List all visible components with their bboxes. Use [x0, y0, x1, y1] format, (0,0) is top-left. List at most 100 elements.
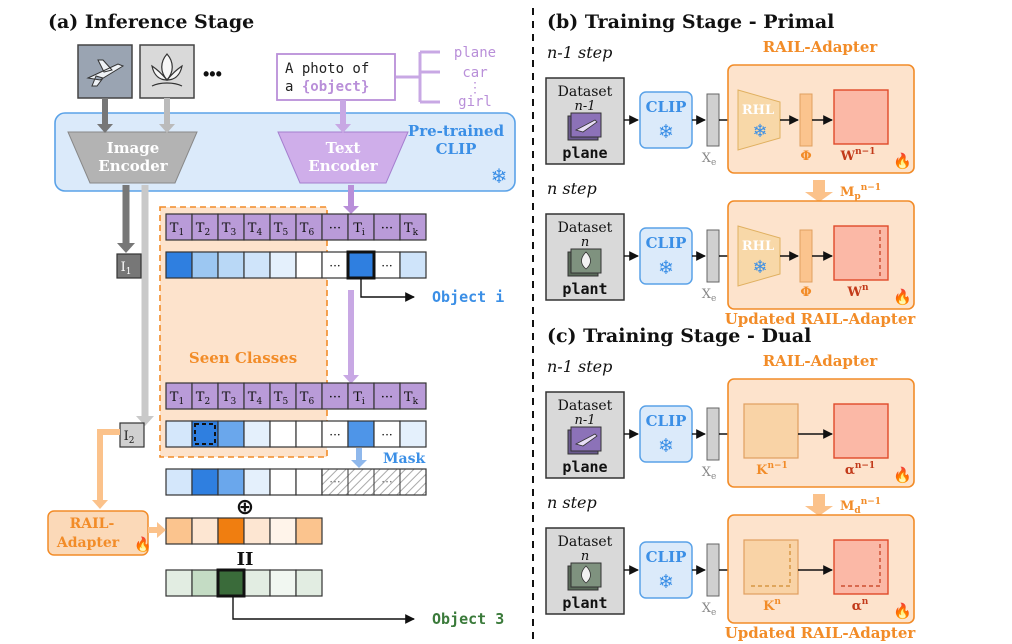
dual-title: (c) Training Stage - Dual: [547, 325, 811, 347]
feature-xe-bar: [706, 407, 720, 461]
arrow-i2-to-adapter: [97, 429, 120, 502]
similarity-row-1: ······: [165, 250, 427, 280]
token-cell: [217, 213, 245, 241]
xe-label: Xe: [702, 151, 717, 168]
class-name: plane: [454, 45, 496, 61]
adapter-label-2: Adapter: [56, 535, 120, 551]
score-cell: [191, 420, 219, 448]
score-cell: [217, 468, 245, 496]
image-encoder-label-1: Image: [107, 139, 160, 157]
score-cell: [243, 420, 271, 448]
step-label: n step: [547, 493, 597, 512]
masked-row: ······: [165, 468, 427, 496]
prompt-a: a: [285, 79, 302, 95]
score-cell: [295, 251, 323, 279]
adapter-title: RAIL-Adapter: [763, 352, 879, 370]
snowflake-icon: ❄: [752, 121, 767, 141]
step-label: n step: [547, 179, 597, 198]
weight-label: Wn: [846, 283, 869, 300]
token-label: ···: [329, 221, 341, 236]
transfer-arrowhead: [805, 506, 833, 516]
text-encoder: [277, 131, 409, 184]
seen-classes-region: [159, 206, 328, 458]
final-score-cell: [269, 569, 297, 597]
token-label: T2: [196, 221, 210, 238]
score-cell: [217, 420, 245, 448]
adapter-score-cell: [269, 517, 297, 545]
ellipsis-cell: ···: [329, 259, 340, 273]
seen-classes-label: Seen Classes: [189, 349, 297, 367]
snowflake-icon: ❄: [658, 258, 674, 279]
snowflake-icon: ❄: [752, 257, 767, 277]
mask-label: Mask: [383, 451, 425, 467]
token-cell: [373, 213, 401, 241]
dataset-label: Dataset: [558, 398, 613, 414]
token-label: T1: [170, 390, 184, 407]
prompt-template-box: A photo of a {object}: [276, 53, 396, 101]
score-cell: [165, 420, 193, 448]
fire-icon: 🔥: [134, 536, 151, 553]
fire-icon: 🔥: [893, 288, 912, 306]
token-label: T3: [222, 221, 237, 238]
final-score-cell: [165, 569, 193, 597]
clip-label: CLIP: [646, 234, 687, 252]
adapter-score-cell: [243, 517, 271, 545]
clip-label-1: Pre-trained: [408, 122, 505, 140]
token-cell: [295, 382, 323, 410]
score-cell: [269, 420, 297, 448]
dataset-class-name: plant: [562, 594, 607, 612]
class-name: girl: [458, 94, 492, 110]
plus-operator: ⊕: [236, 494, 254, 519]
final-score-row: [165, 568, 323, 598]
rhl-label: RHL: [742, 103, 774, 118]
token-label: Ti: [353, 221, 365, 238]
dataset-box: [545, 77, 625, 165]
weight-label: Wn−1: [840, 147, 876, 164]
dataset-step: n-1: [574, 413, 595, 428]
flower-icon: [581, 251, 591, 270]
alpha-label: αn−1: [845, 461, 875, 478]
score-cell: [243, 468, 271, 496]
updated-adapter-title: Updated RAIL-Adapter: [725, 624, 917, 642]
score-cell: [165, 251, 193, 279]
ellipsis-cell: ···: [329, 475, 340, 489]
plane-icon: [574, 119, 598, 133]
transfer-arrow: [813, 494, 825, 508]
fire-icon: 🔥: [893, 152, 912, 170]
kernel-label: Kn−1: [756, 461, 788, 478]
memory-label: Mpn−1: [840, 183, 881, 202]
flower-icon: [581, 565, 591, 584]
transfer-arrow: [813, 180, 825, 194]
phi-label: Φ: [800, 285, 811, 300]
dataset-class-name: plant: [562, 280, 607, 298]
clip-label: CLIP: [646, 412, 687, 430]
dataset-label: Dataset: [558, 220, 613, 236]
token-label: T3: [222, 390, 237, 407]
ellipsis-cell: ···: [329, 428, 340, 442]
equals-operator: II: [237, 549, 254, 570]
token-label: ···: [329, 390, 341, 405]
token-label: T5: [274, 390, 289, 407]
text-encoder-label-2: Encoder: [308, 157, 379, 175]
image-feature-i2: I2: [119, 422, 145, 448]
score-cell: [347, 420, 375, 448]
token-cell: [165, 213, 193, 241]
phi-bar: [799, 229, 813, 283]
frozen-snowflake-icon: ❄: [491, 166, 508, 188]
final-score-cell: [191, 569, 219, 597]
token-label: T6: [300, 221, 315, 238]
score-cell: [399, 251, 427, 279]
adapter-score-cell: [295, 517, 323, 545]
score-cell: [295, 468, 323, 496]
token-label: T6: [300, 390, 315, 407]
token-cell: [399, 382, 427, 410]
kernel-matrix: [743, 539, 799, 595]
class-name: ⋮: [468, 80, 482, 96]
token-label: Tk: [404, 390, 419, 407]
token-cell: [243, 213, 271, 241]
alpha-label: αn: [852, 597, 869, 614]
token-cell: [321, 213, 349, 241]
clip-label: CLIP: [646, 98, 687, 116]
